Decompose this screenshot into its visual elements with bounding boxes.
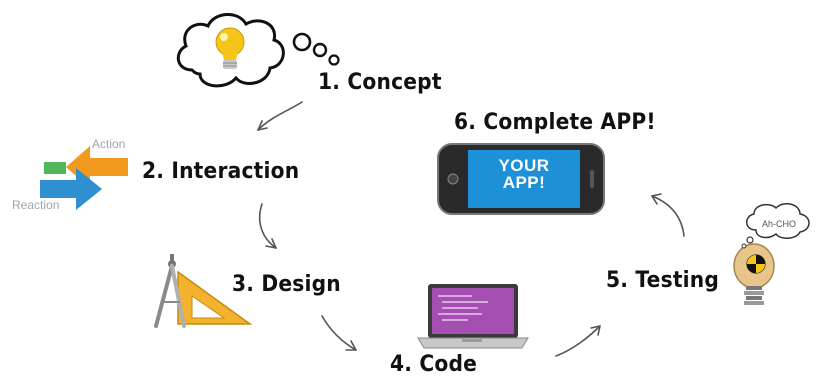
smartphone-icon: [437, 143, 605, 215]
phone-screen-text: YOUR APP!: [468, 157, 580, 191]
step-testing-label: 5. Testing: [606, 268, 720, 293]
step-code-label: 4. Code: [390, 352, 478, 377]
arrow-interaction-to-design: [258, 203, 277, 249]
phone-screen-line1: YOUR: [498, 156, 550, 175]
reaction-text: Reaction: [12, 198, 60, 212]
crash-test-dummy-icon: [733, 243, 775, 305]
arrow-code-to-testing: [555, 325, 601, 357]
laptop-code-icon: [417, 284, 529, 349]
step-concept-label: 1. Concept: [318, 70, 442, 95]
compass-triangle-ruler-icon: [154, 254, 253, 328]
step-interaction-label: 2. Interaction: [142, 159, 300, 184]
arrow-testing-to-complete: [651, 195, 685, 237]
action-text: Action: [92, 137, 126, 151]
step-complete-label: 6. Complete APP!: [454, 110, 656, 135]
phone-screen-line2: APP!: [502, 173, 546, 192]
testing-bubble-text: Ah-CHO: [762, 219, 797, 229]
interaction-arrows-icon: [40, 146, 128, 210]
step-design-label: 3. Design: [232, 272, 341, 297]
thought-bubble-icon: [741, 203, 810, 249]
thought-bubble-lightbulb-icon: [176, 13, 340, 88]
arrow-concept-to-interaction: [257, 101, 303, 131]
arrow-design-to-code: [321, 315, 357, 351]
